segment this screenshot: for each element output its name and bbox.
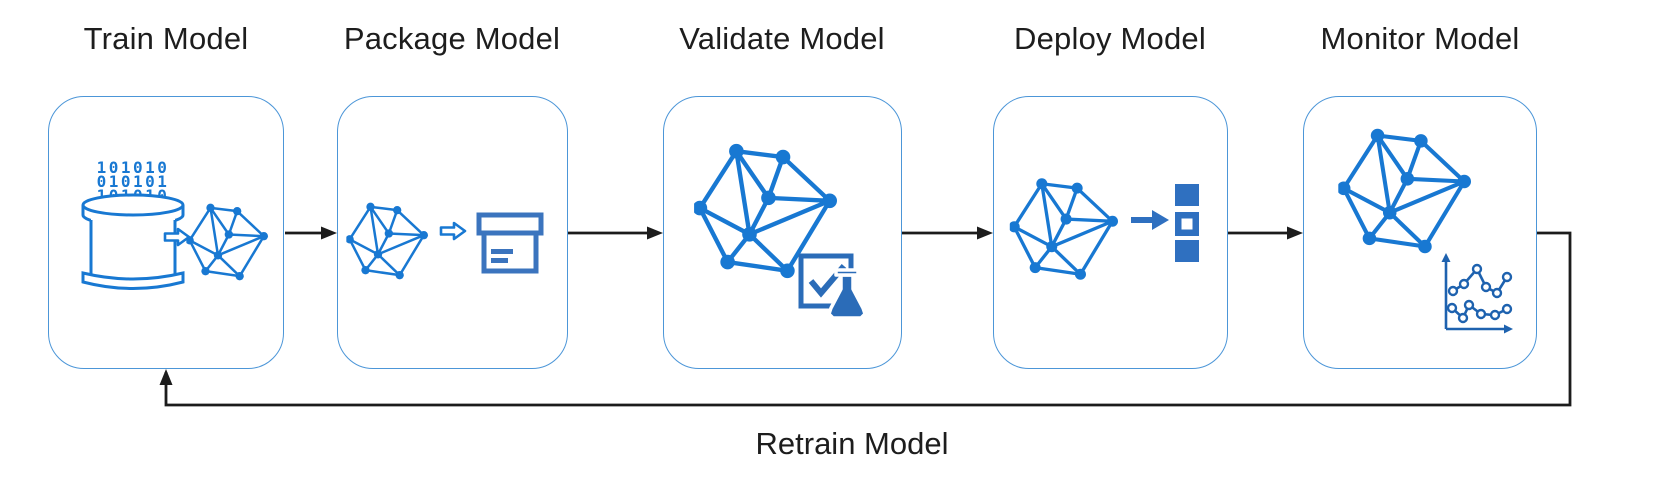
transform-arrow-icon [163,227,191,247]
network-graph-icon [1334,126,1478,256]
flask-icon [827,268,864,320]
flow-arrow-validate-deploy [902,226,993,240]
flow-arrow-deploy-monitor [1228,226,1303,240]
transform-arrow-icon [439,221,467,241]
feedback-arrow-retrain [159,231,1572,407]
stage-title-train: Train Model [83,21,249,56]
flow-arrow-package-validate [568,226,663,240]
stage-card-package [337,96,568,369]
stage-title-deploy: Deploy Model [1014,21,1206,56]
network-graph-icon [1009,176,1121,282]
network-graph-icon [346,201,430,281]
stage-card-train: 101010 010101 101010 [48,96,284,369]
stacked-squares-icon [1175,184,1199,262]
stage-title-validate: Validate Model [679,21,885,56]
svg-text:101010: 101010 [97,161,170,177]
svg-text:010101: 010101 [97,172,170,191]
feedback-label: Retrain Model [755,426,949,461]
flow-arrow-train-package [285,226,337,240]
validation-badge [798,253,864,320]
stage-card-monitor [1303,96,1537,369]
stage-card-validate [663,96,902,369]
deploy-arrow-icon [1131,210,1169,230]
line-chart-icon [1441,253,1513,334]
database-icon: 101010 010101 101010 [81,161,185,290]
stage-title-package: Package Model [343,21,561,56]
stage-title-monitor: Monitor Model [1320,21,1520,56]
network-graph-icon [185,202,271,282]
stage-card-deploy [993,96,1228,369]
package-box-icon [476,212,544,274]
